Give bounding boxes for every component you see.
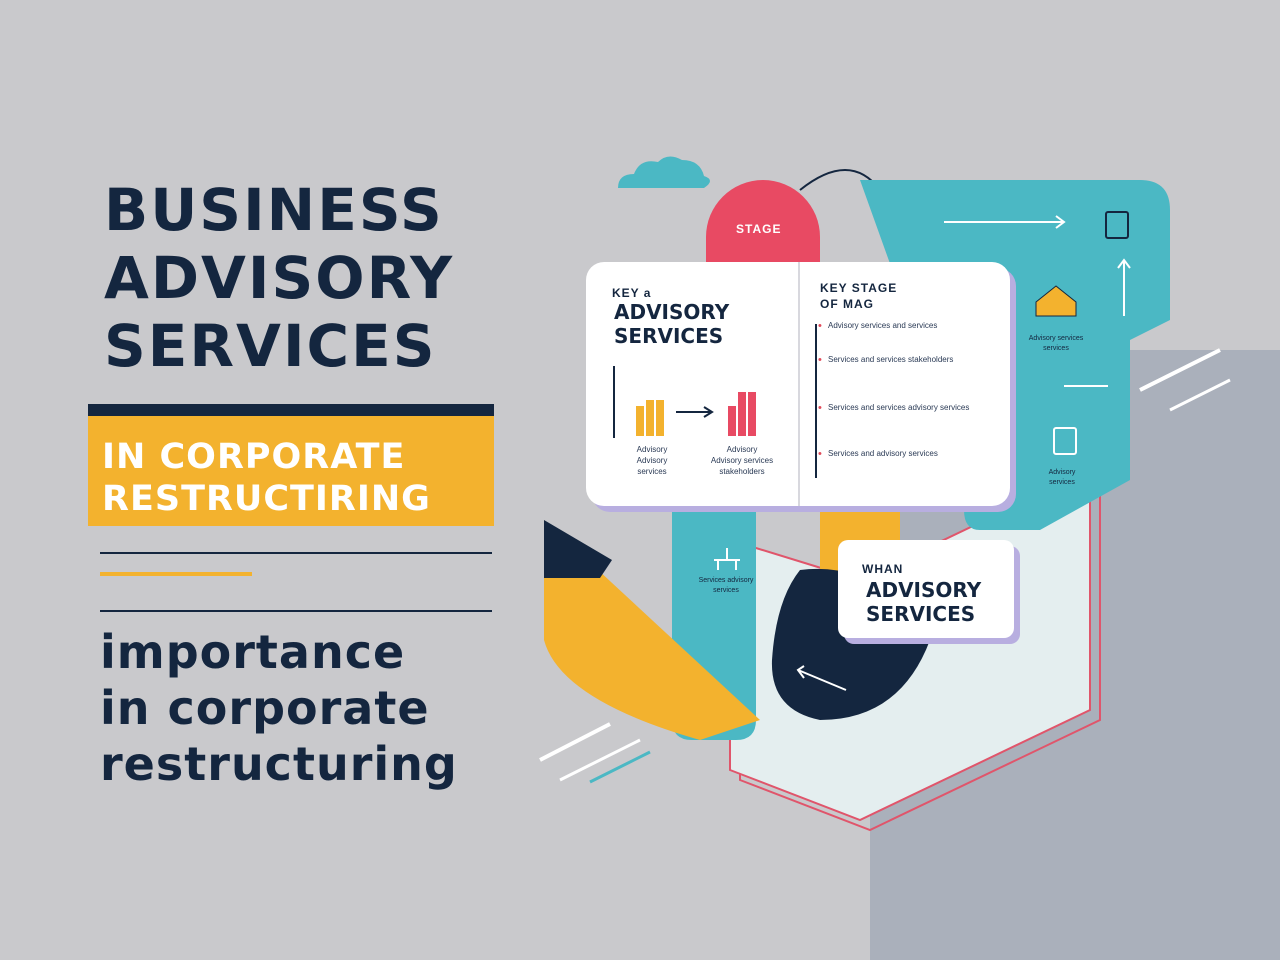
arrow-back-icon bbox=[797, 669, 847, 691]
card-title: ADVISORY SERVICES bbox=[866, 578, 981, 626]
card-title-line-1: ADVISORY bbox=[866, 578, 982, 602]
subtitle-line-3: restructuring bbox=[100, 737, 458, 791]
card-kicker: KEY a bbox=[612, 286, 652, 300]
title-line-2: ADVISORY bbox=[104, 244, 455, 312]
subtitle-line-1: importance bbox=[100, 625, 406, 679]
banner-line-2: RESTRUCTIRING bbox=[102, 479, 431, 519]
bar bbox=[646, 400, 654, 436]
divider bbox=[100, 610, 492, 612]
accent-divider bbox=[100, 572, 252, 576]
stage-tab bbox=[706, 180, 820, 264]
speed-line bbox=[1169, 378, 1231, 412]
key-stage-card: KEY STAGE OF MAG Advisory services and s… bbox=[798, 262, 1010, 506]
caption-right: Advisory Advisory services stakeholders bbox=[710, 445, 774, 476]
bullet-item: Services and services advisory services bbox=[818, 402, 988, 414]
card-title-line-2: SERVICES bbox=[866, 602, 976, 626]
bar bbox=[728, 406, 736, 436]
card-kicker: KEY STAGE OF MAG bbox=[820, 281, 898, 311]
card-title: ADVISORY SERVICES bbox=[614, 300, 729, 348]
caption-left: Advisory Advisory services bbox=[636, 445, 668, 476]
key-advisory-card: KEY a ADVISORY SERVICES Advisory Advisor… bbox=[586, 262, 800, 506]
subtitle-line-2: in corporate bbox=[100, 681, 430, 735]
timeline-line bbox=[815, 324, 817, 478]
bar bbox=[636, 406, 644, 436]
speed-line bbox=[589, 750, 651, 784]
card-title-line-1: ADVISORY bbox=[614, 300, 730, 324]
page-title: BUSINESS ADVISORY SERVICES bbox=[104, 176, 454, 380]
cloud-icon bbox=[614, 156, 710, 188]
bar bbox=[738, 392, 746, 436]
clipboard-icon bbox=[1053, 427, 1077, 455]
title-line-3: SERVICES bbox=[104, 312, 437, 380]
card-title-line-2: SERVICES bbox=[614, 324, 724, 348]
home-icon bbox=[1035, 285, 1077, 317]
bar bbox=[748, 392, 756, 436]
bullet-item: Advisory services and services bbox=[818, 320, 988, 332]
banner-text: IN CORPORATE RESTRUCTIRING bbox=[102, 436, 431, 520]
divider bbox=[100, 552, 492, 554]
bar-illustration bbox=[613, 366, 756, 438]
navy-wedge-tip bbox=[544, 520, 612, 578]
subtitle-text: importance in corporate restructuring bbox=[100, 624, 458, 792]
stage-label: STAGE bbox=[736, 222, 782, 236]
title-line-1: BUSINESS bbox=[104, 176, 444, 244]
advisory-services-card: WHAN ADVISORY SERVICES bbox=[838, 540, 1014, 638]
subtitle-banner: IN CORPORATE RESTRUCTIRING bbox=[88, 404, 494, 526]
bullet-item: Services and services stakeholders bbox=[818, 354, 988, 366]
card-kicker: WHAN bbox=[862, 562, 904, 576]
org-icon bbox=[714, 548, 740, 570]
banner-line-1: IN CORPORATE bbox=[102, 437, 406, 477]
speed-line bbox=[1139, 348, 1221, 392]
bar bbox=[656, 400, 664, 436]
clipboard-icon bbox=[1105, 211, 1129, 239]
speed-line bbox=[539, 722, 611, 762]
bullet-item: Services and advisory services bbox=[818, 448, 988, 460]
speed-line bbox=[559, 738, 641, 782]
